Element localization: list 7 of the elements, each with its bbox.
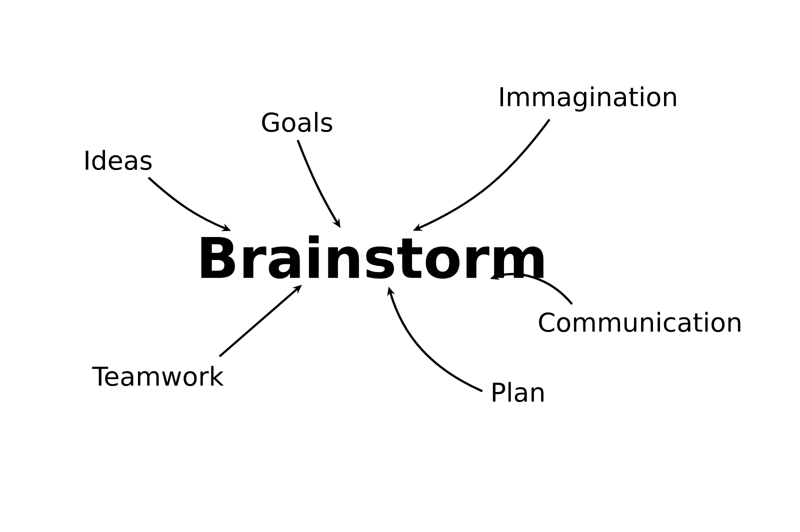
main-word: Brainstorm	[201, 235, 544, 279]
word-label: Ideas	[86, 150, 152, 170]
word-label: Communication	[539, 312, 740, 332]
word-label: Immagination	[500, 86, 676, 112]
word-label: Teamwork	[92, 366, 224, 386]
word-label: Plan	[492, 382, 544, 402]
word-label: Goals	[262, 112, 332, 132]
